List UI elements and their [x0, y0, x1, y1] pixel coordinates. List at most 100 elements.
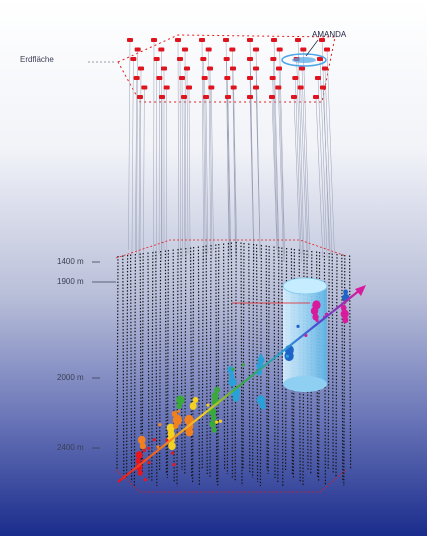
cable-line	[300, 87, 308, 251]
optical-module-icon	[143, 478, 147, 482]
cable-line	[296, 58, 303, 255]
surface-station-icon	[247, 57, 253, 61]
surface-station-icon	[322, 66, 328, 71]
cable-line	[186, 68, 189, 255]
detector-string	[164, 250, 167, 475]
surface-station-icon	[134, 47, 141, 52]
detector-string	[201, 245, 204, 471]
surface-station-icon	[295, 38, 301, 42]
detector-string	[159, 250, 162, 471]
cable-line	[143, 87, 145, 255]
surface-station-icon	[230, 66, 236, 71]
detector-string	[230, 242, 233, 479]
surface-station-icon	[181, 95, 187, 99]
optical-module-icon	[192, 396, 199, 404]
cable-line	[183, 96, 186, 251]
optical-module-icon	[257, 356, 265, 364]
depth-label-2000: 2000 m	[57, 373, 84, 382]
detector-string	[265, 245, 268, 471]
surface-station-icon	[247, 76, 253, 80]
surface-station-icon	[141, 85, 148, 90]
surface-station-icon	[138, 66, 144, 71]
optical-module-icon	[343, 289, 348, 295]
cable-line	[278, 68, 285, 255]
surface-station-icon	[133, 76, 140, 80]
detector-string	[267, 245, 270, 475]
cable-line	[203, 58, 206, 255]
optical-module-icon	[168, 441, 176, 451]
cable-line	[232, 49, 236, 255]
detector-string	[281, 247, 284, 487]
optical-module-icon	[259, 354, 263, 358]
optical-module-icon	[165, 438, 169, 442]
optical-module-icon	[310, 306, 319, 316]
detector-string	[176, 248, 179, 487]
cable-line	[301, 68, 309, 259]
detector-string	[217, 243, 220, 487]
detector-string	[242, 242, 245, 471]
surface-station-icon	[276, 66, 282, 71]
optical-module-icon	[285, 354, 289, 358]
cable-line	[255, 87, 261, 259]
muon-track-arrow-icon	[355, 285, 366, 296]
surface-station-icon	[300, 47, 307, 52]
amanda-cylinder-top	[282, 277, 328, 295]
surface-station-icon	[247, 95, 253, 99]
cable-line	[128, 39, 131, 251]
optical-module-icon	[206, 403, 210, 407]
detector-string	[130, 254, 133, 483]
optical-module-icon	[135, 458, 141, 464]
deep-top-outline	[115, 239, 347, 259]
cable-line	[297, 39, 305, 263]
optical-module-icon	[152, 438, 156, 442]
muon-track	[117, 285, 366, 483]
surface-station-icon	[229, 47, 236, 52]
optical-module-icon	[166, 423, 175, 433]
optical-module-icon	[172, 462, 176, 467]
optical-module-icon	[232, 394, 240, 402]
cable-line	[181, 77, 184, 259]
detector-string	[184, 247, 187, 475]
cable-line	[233, 87, 238, 255]
optical-module-icon	[228, 377, 237, 387]
optical-module-icon	[156, 445, 160, 449]
cable-line	[226, 58, 230, 259]
surface-station-icon	[151, 38, 157, 42]
cable-line	[326, 49, 335, 255]
surface-station-icon	[271, 38, 277, 42]
surface-station-icon	[158, 47, 165, 52]
cable-line	[232, 68, 237, 263]
surface-station-icon	[299, 66, 305, 71]
surface-station-icon	[269, 76, 276, 80]
optical-module-icon	[171, 451, 175, 455]
optical-module-icon	[208, 407, 217, 417]
surface-station-icon	[201, 76, 208, 80]
optical-module-icon	[176, 395, 185, 405]
surface-label: Erdfläche	[20, 55, 54, 64]
optical-module-icon	[189, 402, 197, 410]
surface-station-icon	[315, 76, 321, 80]
optical-module-icon	[158, 422, 162, 427]
surface-station-icon	[175, 38, 181, 42]
detector-string	[273, 246, 276, 479]
optical-module-icon	[185, 427, 194, 437]
amanda-surface-core	[292, 57, 316, 63]
surface-station-icon	[276, 47, 283, 52]
surface-station-icon	[156, 76, 163, 80]
cable-line	[271, 96, 278, 251]
surface-station-icon	[247, 38, 253, 42]
amanda-label: AMANDA	[312, 30, 347, 39]
detector-string	[147, 252, 150, 479]
detector-string	[335, 253, 338, 479]
optical-module-icon	[137, 435, 146, 445]
surface-station-icon	[317, 57, 323, 61]
amanda-pointer-line	[305, 39, 319, 57]
cable-line	[208, 49, 211, 251]
detector-string	[327, 252, 330, 471]
cable-line	[324, 68, 333, 263]
depth-ticks	[88, 61, 116, 449]
cable-line	[179, 58, 181, 251]
cable-line	[293, 96, 301, 255]
